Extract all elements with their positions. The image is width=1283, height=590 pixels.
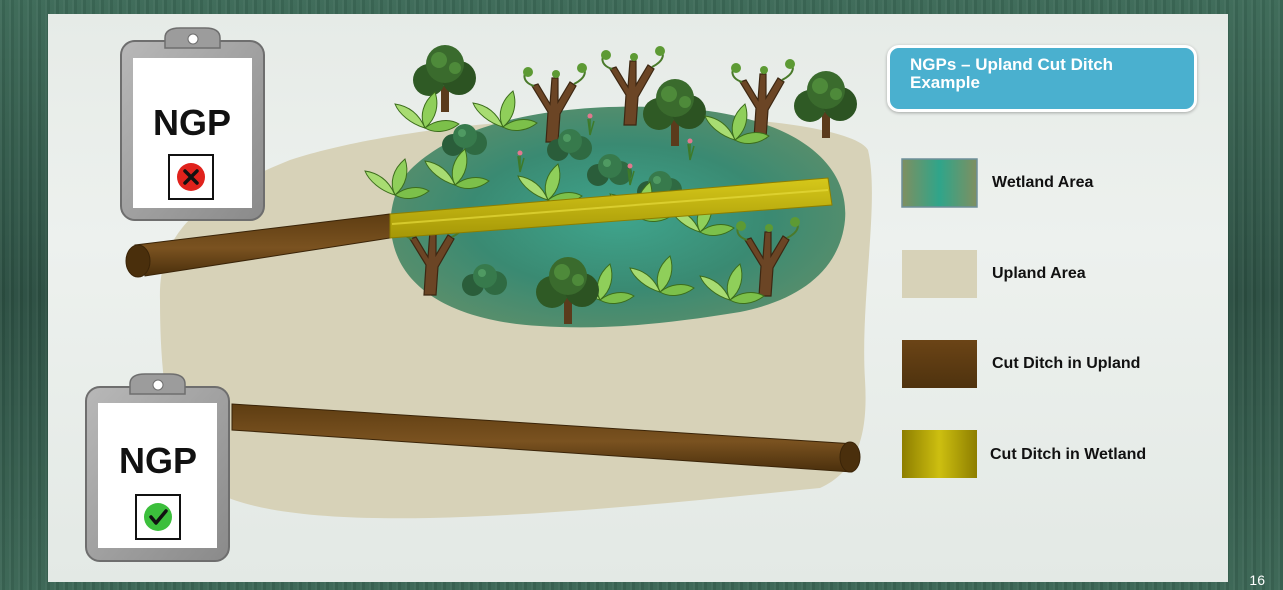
legend-swatch-wetland — [902, 159, 977, 207]
legend-swatch-ditch-wetland — [902, 430, 977, 478]
slide-title: NGPs – Upland Cut Ditch Example — [910, 56, 1170, 92]
title-box: NGPs – Upland Cut Ditch Example — [887, 45, 1197, 112]
page-number: 16 — [1249, 572, 1265, 588]
legend-label-ditch-wetland: Cut Ditch in Wetland — [990, 446, 1146, 464]
clipboard-allowed: NGP — [86, 374, 229, 561]
clipboard-label: NGP — [119, 440, 197, 481]
legend-label-ditch-upland: Cut Ditch in Upland — [992, 355, 1140, 373]
clipboard-not-allowed: NGP — [121, 28, 264, 220]
legend-label-wetland: Wetland Area — [992, 174, 1093, 192]
legend-swatch-upland — [902, 250, 977, 298]
clipboard-label: NGP — [153, 102, 231, 143]
legend-swatch-ditch-upland — [902, 340, 977, 388]
legend-label-upland: Upland Area — [992, 265, 1086, 283]
check-icon — [144, 503, 172, 531]
